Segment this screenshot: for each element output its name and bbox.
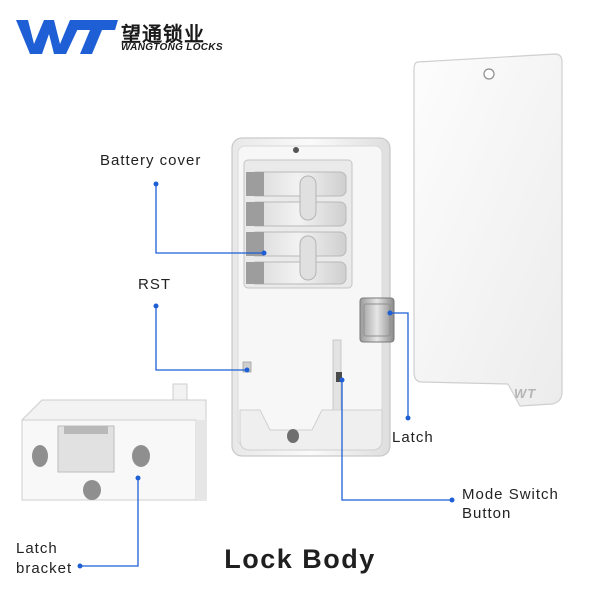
- battery-cover-panel: [413, 53, 563, 407]
- label-latch-bracket-line1: Latch: [16, 540, 58, 557]
- label-rst: RST: [138, 276, 171, 293]
- logo-english-name: WANGTONG LOCKS: [121, 42, 223, 53]
- logo-chinese-name: 望通锁业: [121, 22, 205, 46]
- diagram-title: Lock Body: [224, 544, 376, 574]
- lock-body: [231, 137, 395, 457]
- label-battery-cover: Battery cover: [100, 152, 202, 169]
- label-mode-switch-line2: Button: [462, 505, 512, 522]
- label-mode-switch-line1: Mode Switch: [462, 486, 559, 503]
- label-latch: Latch: [392, 429, 434, 446]
- label-latch-bracket-line2: bracket: [16, 560, 73, 577]
- wt-logo-icon: [16, 20, 118, 54]
- cover-wt-mark: WT: [514, 386, 537, 401]
- latch-bracket: [21, 383, 207, 501]
- callout-lines: [80, 184, 452, 567]
